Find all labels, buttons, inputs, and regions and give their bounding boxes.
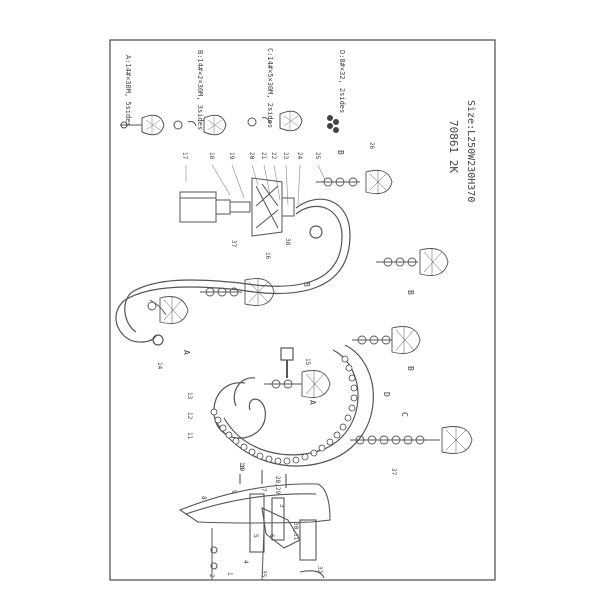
top-part-numbers: 17 18 19 20 21 22 23 24 25 26 B — [181, 142, 375, 160]
crystal-strand-2 — [376, 248, 449, 276]
part-21: 21 — [260, 152, 267, 160]
letter-b-right: B — [406, 290, 415, 295]
side-part-numbers: 16 14 15 13 12 11 10 37 — [156, 252, 397, 476]
legend-strand-a: A:14#×30M, 5sides — [120, 55, 165, 136]
part-14: 14 — [156, 362, 163, 370]
part-3: 3 — [278, 504, 285, 508]
part-17: 17 — [181, 152, 188, 160]
part-8: 8 — [200, 496, 207, 500]
candle-sleeve — [179, 191, 217, 223]
crystal-strand-5 — [264, 370, 331, 398]
bead-chain — [210, 355, 358, 465]
drawing-frame — [109, 39, 496, 581]
part-18: 18 — [208, 152, 215, 160]
part-13: 13 — [186, 392, 193, 400]
part-32: 32 — [316, 566, 323, 574]
part-38: 38 — [284, 238, 291, 246]
legend-label-b: B:14#×2×30M, 3sides — [196, 50, 204, 130]
part-3031: 30,31 — [292, 522, 299, 540]
part-19-base: 19 — [238, 464, 245, 472]
part-20: 20 — [248, 152, 255, 160]
legend-strand-b: B:14#×2×30M, 3sides — [173, 50, 227, 136]
part-11: 11 — [186, 432, 193, 440]
letter-callouts: B B A A B D C — [182, 282, 415, 417]
part-25: 25 — [314, 152, 321, 160]
letter-b-upper: B — [302, 282, 311, 287]
part-2: 2 — [208, 574, 215, 578]
part-24: 24 — [296, 152, 303, 160]
top-leaders — [185, 164, 326, 206]
letter-b-lower: B — [406, 366, 415, 371]
letter-b-top: B — [336, 150, 345, 155]
upper-s-arm — [115, 198, 351, 346]
part-26: 26 — [368, 142, 375, 150]
part-12: 12 — [186, 412, 193, 420]
crystal-strand-7 — [350, 426, 473, 454]
part-4: 4 — [242, 560, 249, 564]
part-15: 15 — [304, 358, 311, 366]
crystal-strand-4 — [147, 296, 189, 324]
part-22: 22 — [270, 152, 277, 160]
part-5: 5 — [252, 534, 259, 538]
legend-strand-c: C:14#×5×30M, 2sides — [247, 48, 303, 132]
part-16: 16 — [264, 252, 271, 260]
part-1: 1 — [226, 572, 233, 576]
part-2829: 28,29 — [274, 476, 281, 494]
legend-label-d: D:8#×32, 2sides — [338, 50, 346, 113]
part-37-top: 37 — [230, 240, 237, 248]
part-23: 23 — [282, 152, 289, 160]
part-6: 6 — [268, 534, 275, 538]
legend-label-c: C:14#×5×30M, 2sides — [266, 48, 274, 128]
part-10: 10 — [238, 462, 245, 470]
letter-a-center: A — [308, 400, 317, 405]
part-9: 9 — [230, 490, 237, 494]
mounting-base — [178, 470, 331, 581]
lower-c-arm — [213, 344, 374, 467]
part-37: 37 — [390, 468, 397, 476]
base-part-numbers: 8 9 19 7 28,29 3 5 6 30,31 4 1 2 35 32 — [200, 464, 323, 578]
model-number: 70861 2K — [447, 120, 460, 173]
part-35: 35 — [260, 570, 267, 578]
letter-a-left: A — [182, 350, 191, 355]
crystal-strand-1 — [316, 169, 393, 195]
letter-d: D — [382, 392, 391, 397]
legend-label-a: A:14#×30M, 5sides — [124, 55, 132, 127]
crystal-strand-6 — [352, 326, 421, 354]
title-block: 70861 2K Size:L250W230H370 — [447, 100, 476, 202]
legend-strand-d: D:8#×32, 2sides — [327, 50, 346, 133]
size-label: Size:L250W230H370 — [465, 100, 476, 202]
crystal-strand-3 — [200, 278, 275, 306]
part-7: 7 — [260, 488, 267, 492]
candle-assembly: 37 38 — [179, 177, 295, 248]
letter-c: C — [400, 412, 409, 417]
part-19: 19 — [228, 152, 235, 160]
